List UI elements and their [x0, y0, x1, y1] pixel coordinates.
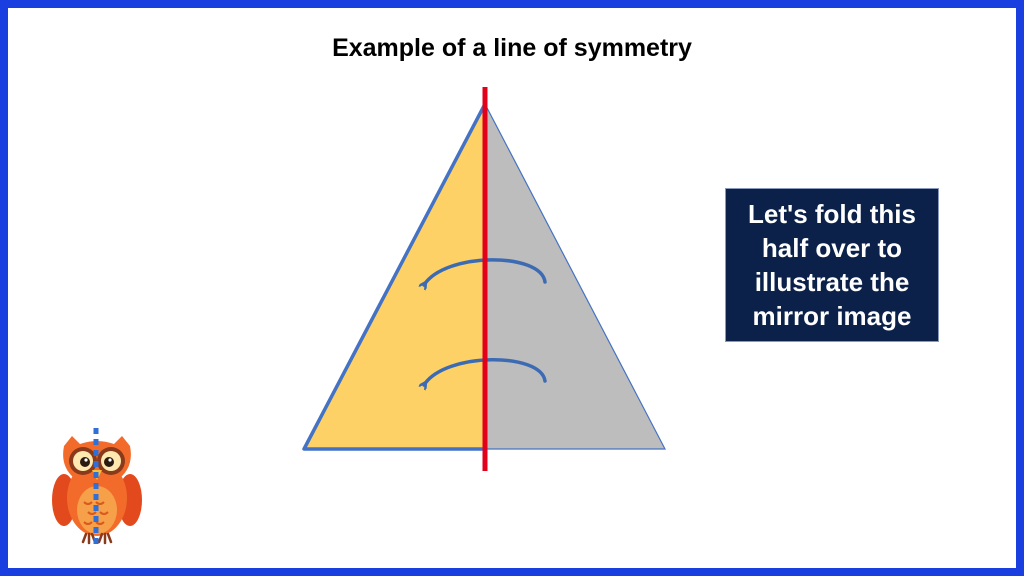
owl-mascot-icon — [52, 428, 142, 548]
fold-arrow-upper — [424, 258, 547, 285]
left-half-outline — [302, 103, 487, 451]
callout-text: Let's fold this half over to illustrate … — [748, 199, 916, 331]
slide-title: Example of a line of symmetry — [332, 34, 692, 62]
callout-box: Let's fold this half over to illustrate … — [725, 188, 939, 342]
triangle-right-half — [484, 103, 666, 450]
fold-arrow-lower — [424, 358, 547, 385]
